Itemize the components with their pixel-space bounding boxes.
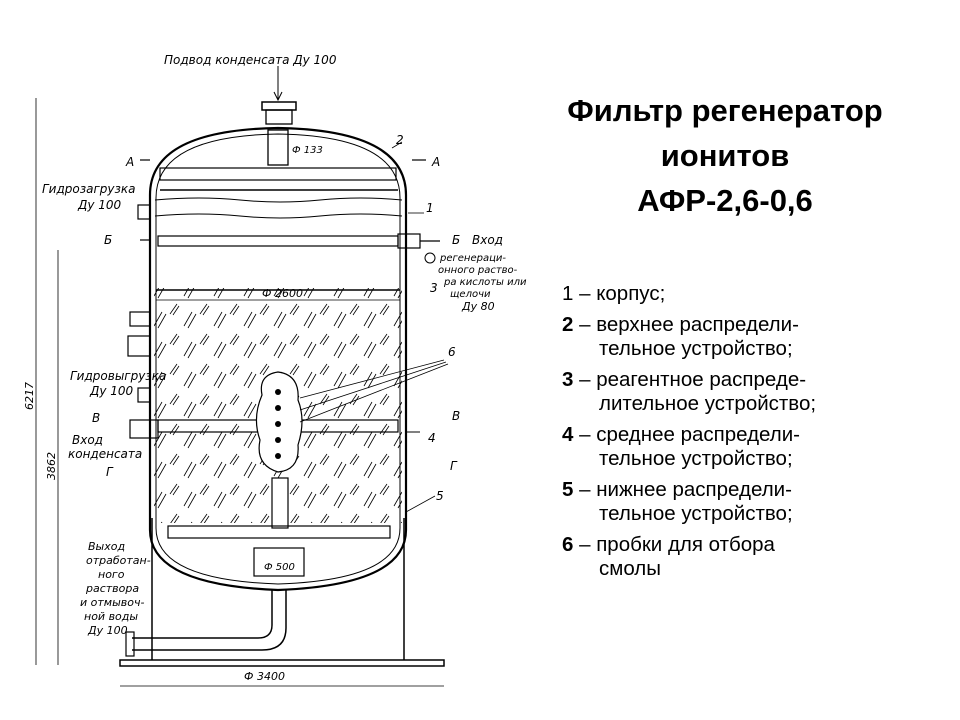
- vessel-inner-wall: [155, 133, 401, 585]
- legend: 1 – корпус; 2 – верхнее распредели- тель…: [562, 282, 952, 588]
- legend-item: 5 – нижнее распредели- тельное устройств…: [562, 478, 952, 526]
- top-distributor: [159, 167, 397, 181]
- section-b-right: Б: [452, 233, 460, 247]
- label-hydro-unload-1: Гидровыгрузка: [70, 369, 166, 383]
- section-a-left: А: [125, 155, 134, 169]
- legend-number: 2: [562, 313, 574, 336]
- legend-item: 1 – корпус;: [562, 282, 952, 306]
- label-outlet-1: Выход: [88, 540, 125, 553]
- label-outlet-3: ного: [98, 568, 125, 581]
- legend-text: – реагентное распреде-: [573, 368, 807, 391]
- dim-diameter: Ф 2600: [262, 287, 303, 300]
- legend-text: – среднее распредели-: [573, 423, 801, 446]
- section-v-right: В: [452, 409, 460, 423]
- legend-item: 2 – верхнее распредели- тельное устройст…: [562, 313, 952, 361]
- legend-text-cont: тельное устройство;: [599, 502, 793, 525]
- label-regen-6: Ду 80: [461, 300, 495, 313]
- legend-number: 3: [562, 368, 574, 391]
- dim-base: Ф 3400: [244, 670, 285, 683]
- dim-lower: 3862: [45, 452, 58, 480]
- legend-text-cont: тельное устройство;: [599, 337, 793, 360]
- legend-number: 6: [562, 533, 574, 556]
- label-outlet-2: отработан-: [86, 554, 151, 567]
- legend-text-cont: лительное устройство;: [599, 392, 817, 415]
- callout-4: 4: [428, 431, 436, 445]
- legend-text: – пробки для отбора: [573, 533, 775, 556]
- section-v-left: В: [92, 411, 100, 425]
- callout-5: 5: [436, 489, 444, 503]
- legend-text: – нижнее распредели-: [573, 478, 792, 501]
- label-outlet-5: и отмывоч-: [80, 596, 144, 609]
- label-outlet-7: Ду 100: [87, 624, 128, 637]
- callout-6: 6: [448, 345, 456, 359]
- vessel-shell: [148, 126, 408, 592]
- callout-2: 2: [396, 133, 404, 147]
- label-regen-1: Вход: [472, 233, 503, 247]
- base-plate: [119, 659, 445, 667]
- slide-title: Фильтр регенератор ионитов АФР-2,6-0,6: [500, 88, 950, 223]
- callout-1: 1: [426, 201, 434, 215]
- legend-text: – корпус;: [573, 282, 666, 305]
- bottom-distributor: [167, 525, 391, 539]
- label-regen-3: онного раство-: [438, 265, 518, 276]
- section-g-right: Г: [450, 459, 458, 473]
- label-regen-4: ра кислоты или: [443, 277, 527, 288]
- legend-item: 6 – пробки для отбора смолы: [562, 533, 952, 581]
- label-outlet-6: ной воды: [84, 610, 138, 623]
- label-outlet-4: раствора: [85, 582, 139, 595]
- dim-total: 6217: [23, 382, 36, 410]
- title-line-3: АФР-2,6-0,6: [637, 183, 813, 218]
- legend-number: 1: [562, 282, 574, 305]
- legend-text: – верхнее распредели-: [573, 313, 799, 336]
- legend-number: 4: [562, 423, 574, 446]
- callout-3: 3: [430, 281, 438, 295]
- dim-top-pipe: Ф 133: [292, 145, 323, 156]
- legend-item: 4 – среднее распредели- тельное устройст…: [562, 423, 952, 471]
- section-a-right: А: [431, 155, 440, 169]
- label-hydro-load-1: Гидрозагрузка: [42, 182, 135, 196]
- legend-text-cont: смолы: [599, 557, 661, 580]
- label-regen-2: регенераци-: [439, 253, 506, 264]
- legend-text-cont: тельное устройство;: [599, 447, 793, 470]
- reagent-distributor: [157, 235, 399, 247]
- label-hydro-load-2: Ду 100: [77, 198, 122, 212]
- title-line-2: ионитов: [660, 138, 790, 173]
- label-cond-in-1: Вход: [72, 433, 103, 447]
- legend-number: 5: [562, 478, 574, 501]
- label-cond-in-2: конденсата: [68, 447, 142, 461]
- section-g-left: Г: [106, 465, 114, 479]
- dim-bottom: Ф 500: [264, 562, 295, 573]
- top-nozzle: [261, 101, 297, 111]
- label-hydro-unload-2: Ду 100: [89, 384, 134, 398]
- label-regen-5: щелочи: [450, 289, 491, 300]
- title-line-1: Фильтр регенератор: [567, 93, 883, 128]
- label-inlet-top: Подвод конденсата Ду 100: [164, 53, 337, 67]
- outlet-pipe: [132, 590, 287, 651]
- hydro-load-nozzle: [137, 204, 151, 220]
- legend-item: 3 – реагентное распреде- лительное устро…: [562, 368, 952, 416]
- section-b-left: Б: [104, 233, 112, 247]
